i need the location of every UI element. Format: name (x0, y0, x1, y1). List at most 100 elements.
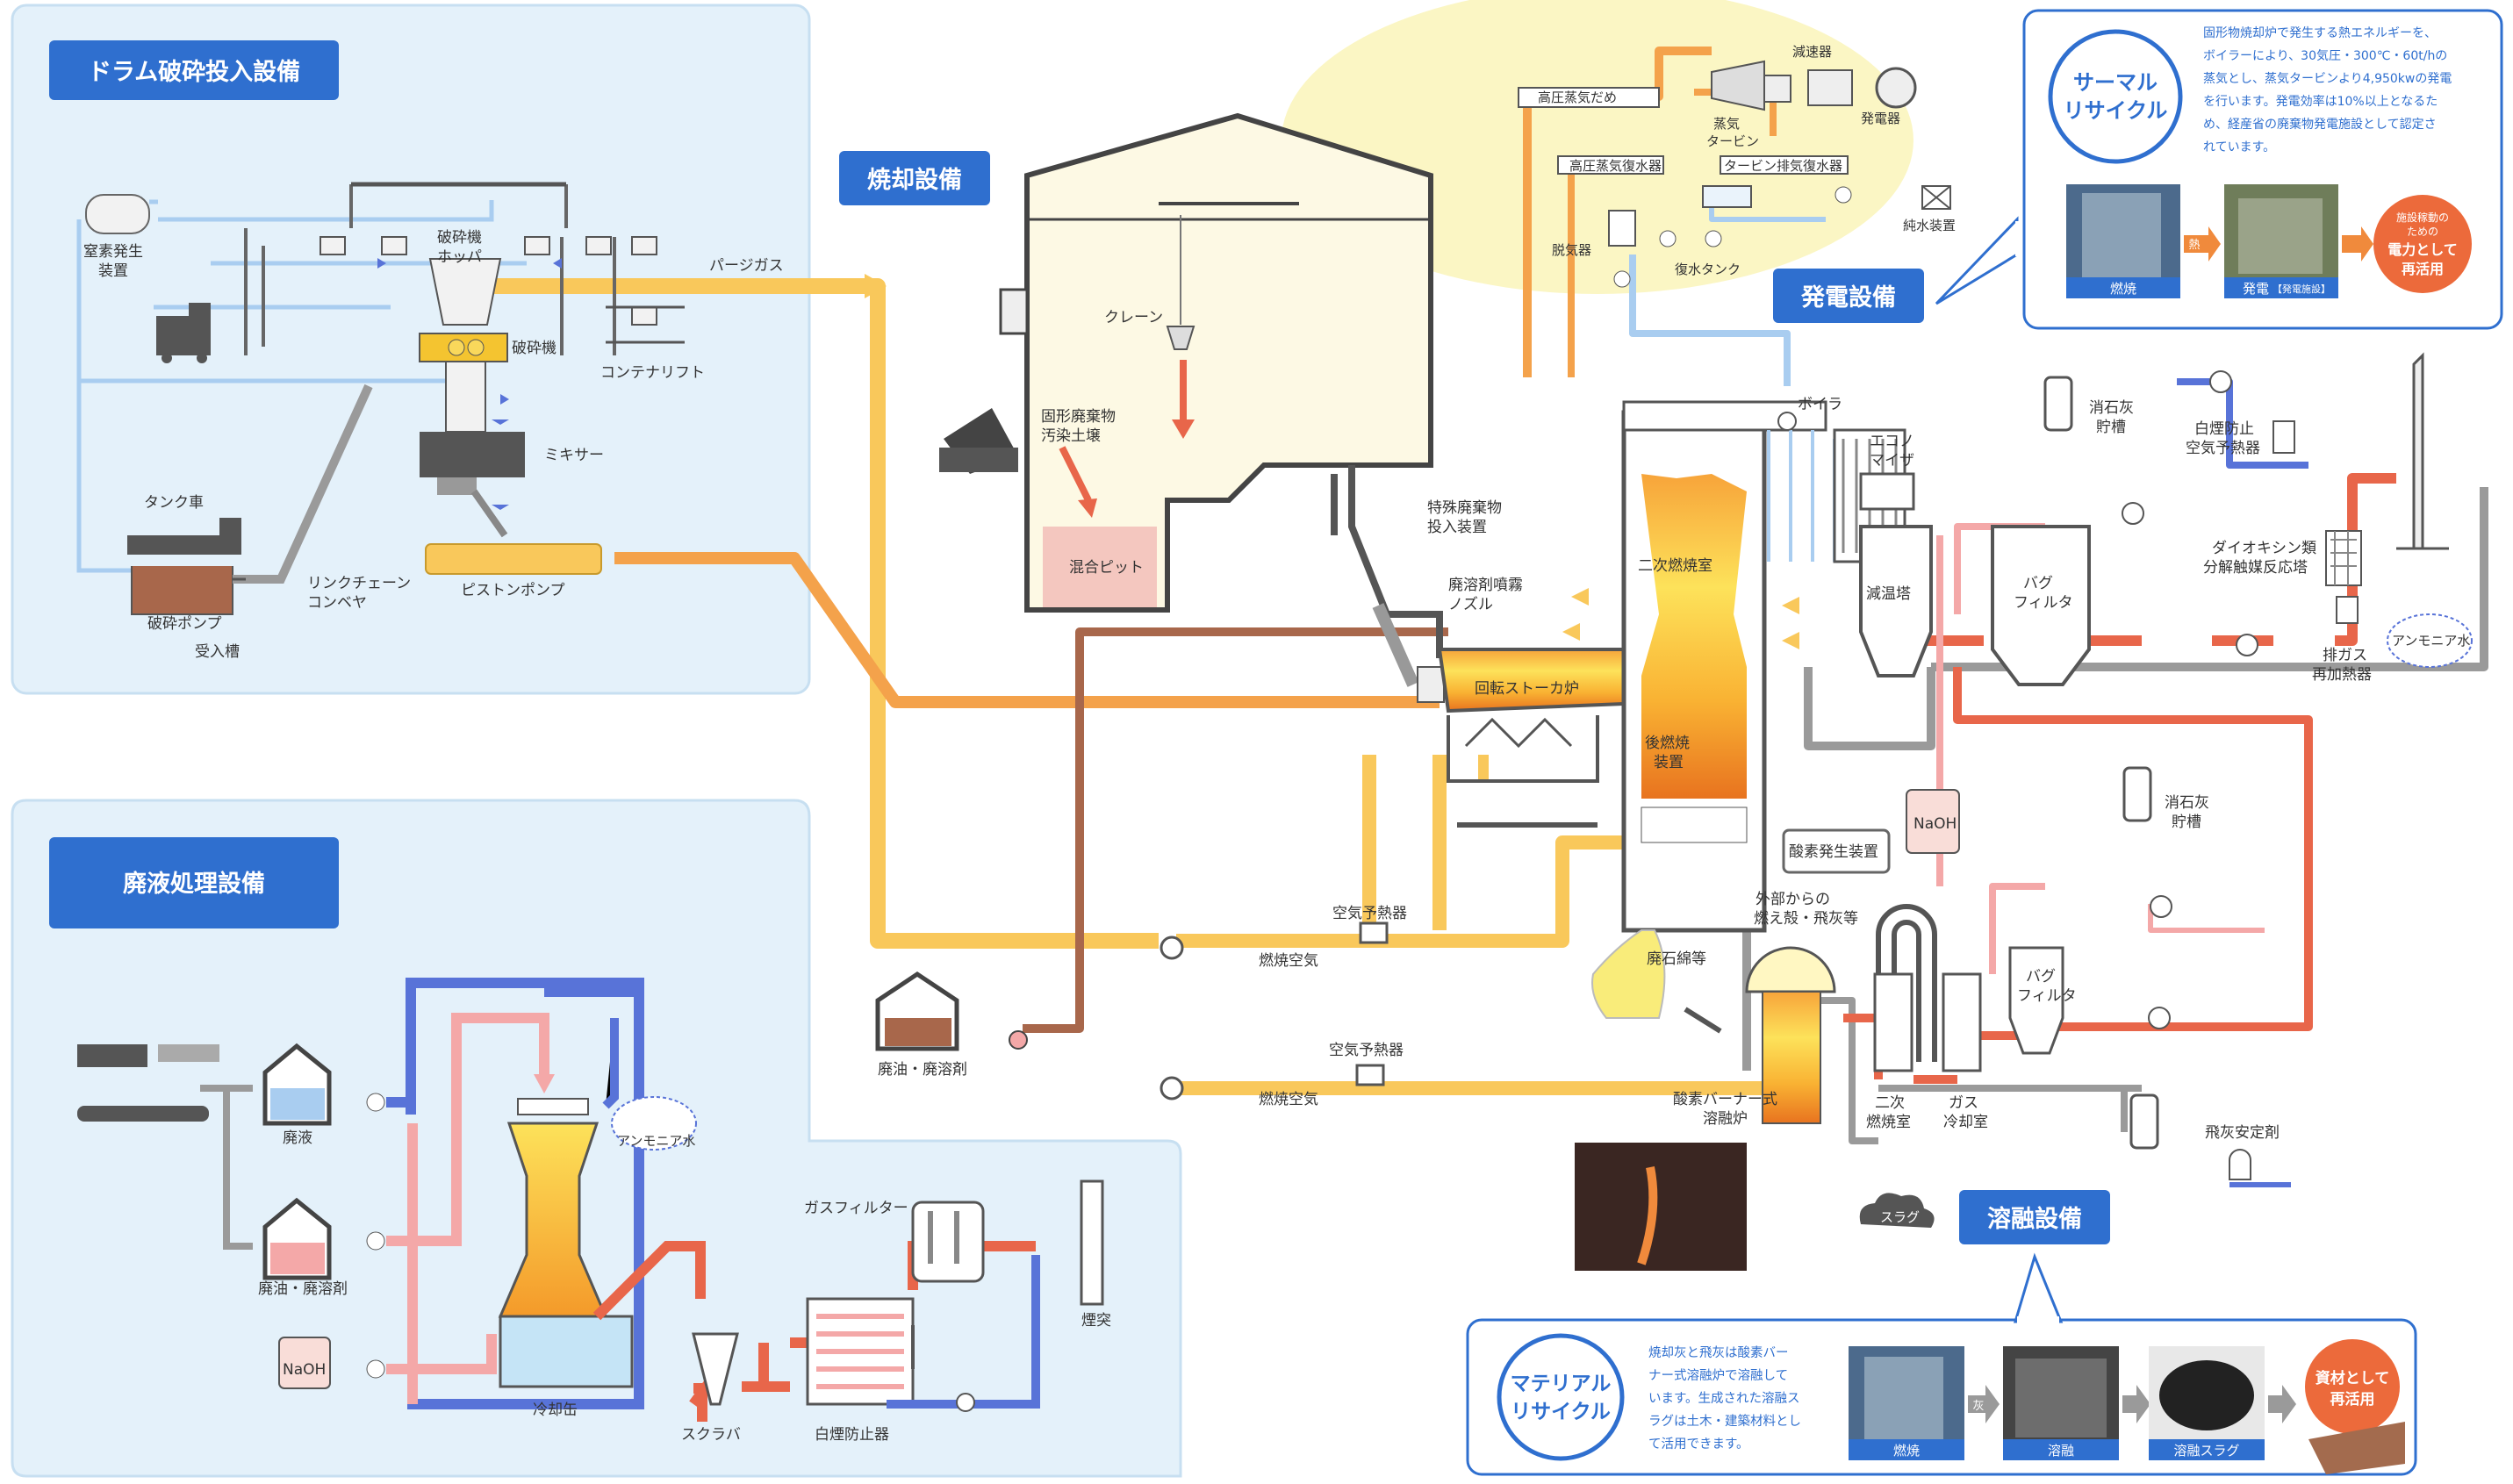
label-external-ash-2: 燃え殻・飛灰等 (1754, 910, 1858, 928)
label-naoh-liquid: NaOH (283, 1361, 326, 1379)
thermal-desc-1: 固形物焼却炉で発生する熱エネルギーを、 (2203, 26, 2437, 40)
title-power: 発電設備 (1800, 283, 1896, 312)
label-nitrogen-2: 装置 (98, 262, 128, 280)
waste-oil-house (875, 971, 1028, 1051)
title-drum: ドラム破砕投入設備 (88, 58, 300, 86)
material-desc-4: ラグは土木・建築材料とし (1648, 1413, 1801, 1429)
thermal-arrow: 熱 (2188, 239, 2200, 252)
power-plant: 高圧蒸気だめ 減速器 蒸気 タービン 発電器 高圧蒸気復水器 タービン排気復水器… (1518, 44, 1956, 288)
label-hp-condenser: 高圧蒸気復水器 (1569, 158, 1662, 174)
label-hopper-2: ホッパ (437, 248, 482, 266)
thermal-desc-6: れています。 (2203, 140, 2275, 154)
label-gas-cooler-2: 冷却室 (1943, 1114, 1988, 1131)
label-waste-liquid: 廃液 (283, 1129, 312, 1147)
label-special-waste-1: 特殊廃棄物 (1427, 499, 1502, 517)
label-waste-oil: 廃油・廃溶剤 (878, 1061, 967, 1079)
liquid-equipment: アンモニア水 (77, 978, 1104, 1422)
title-melt: 溶融設備 (1987, 1205, 2082, 1233)
material-arrow: 灰 (1972, 1400, 1984, 1413)
title-melt-box: 溶融設備 (1959, 1190, 2110, 1244)
thermal-result-4: 再活用 (2402, 261, 2444, 277)
fans (1160, 921, 1389, 1100)
material-photo1: 燃焼 (1893, 1443, 1920, 1459)
material-desc-5: て活用できます。 (1648, 1437, 1749, 1452)
label-ammonia: アンモニア水 (617, 1133, 695, 1149)
title-liquid-box: 廃液処理設備 (49, 837, 339, 928)
label-economizer-2: マイザ (1870, 452, 1914, 470)
drum-equipment (76, 182, 685, 615)
melting: 廃石綿等 酸素バーナー式 溶融炉 二次 燃焼室 ガス 冷却室 スラグ (1575, 904, 1988, 1271)
label-mixing-pit: 混合ピット (1069, 559, 1144, 577)
thermal-photo2-tag: 【発電施設】 (2272, 283, 2330, 295)
label-slaked-lime-2b: 貯槽 (2172, 814, 2201, 831)
label-pure-water: 純水装置 (1903, 218, 1956, 233)
boiler: ボイラ エコノ マイザ (1622, 396, 1914, 563)
label-exhaust-reheater-2: 再加熱器 (2312, 666, 2372, 684)
label-rotary-kiln: 回転ストーカ炉 (1475, 680, 1579, 698)
label-secondary-room-2: 燃焼室 (1866, 1114, 1911, 1131)
label-oxygen-gen: 酸素発生装置 (1789, 843, 1878, 861)
label-deaerator: 脱気器 (1552, 242, 1591, 258)
label-bag-filter-1b: フィルタ (2014, 594, 2073, 612)
label-turbine-condenser: タービン排気復水器 (1724, 158, 1842, 174)
label-secondary-chamber: 二次燃焼室 (1638, 557, 1712, 575)
label-plume-prevent-1: 白煙防止 (2194, 420, 2254, 438)
label-slaked-lime-1a: 消石灰 (2089, 399, 2134, 417)
title-drum-box: ドラム破砕投入設備 (49, 40, 339, 100)
gas-treatment: 減温塔 消石灰 貯槽 白煙防止 空気予熱器 バグ フィルタ ダイオキシン類 分解… (1754, 352, 2473, 1180)
drum-labels: 窒素発生 装置 破砕機 ホッパ 破砕機 コンテナリフト タンク車 ミキサー 破砕… (83, 229, 784, 661)
label-oxy-burner-1: 酸素バーナー式 (1673, 1091, 1777, 1108)
label-nozzle-2: ノズル (1448, 596, 1493, 613)
title-power-box: 発電設備 (1773, 269, 1924, 323)
label-external-ash-1: 外部からの (1756, 891, 1830, 908)
label-naoh-1: NaOH (1913, 815, 1957, 833)
material-photo3: 溶融スラグ (2173, 1443, 2239, 1459)
label-scrubber: スクラバ (681, 1426, 741, 1444)
label-crusher: 破砕機 (512, 340, 556, 357)
label-tank-truck: タンク車 (144, 494, 204, 512)
label-solid-waste-1: 固形廃棄物 (1041, 408, 1116, 426)
label-secondary-room-1: 二次 (1875, 1094, 1905, 1112)
label-solid-waste-2: 汚染土壌 (1041, 427, 1101, 445)
label-gas-filter: ガスフィルター (804, 1200, 908, 1217)
label-combustion-air-1: 燃焼空気 (1259, 952, 1318, 970)
label-exhaust-reheater-1: 排ガス (2323, 647, 2367, 664)
thermal-title-2: リサイクル (2064, 98, 2168, 123)
title-incinerate-box: 焼却設備 (839, 151, 990, 205)
label-hp-header: 高圧蒸気だめ (1538, 90, 1617, 105)
thermal-callout: サーマル リサイクル 固形物焼却炉で発生する熱エネルギーを、 ボイラーにより、3… (1935, 9, 2503, 330)
label-nitrogen-1: 窒素発生 (83, 243, 143, 261)
thermal-desc-5: め、経産省の廃棄物発電施設として認定さ (2203, 117, 2437, 132)
label-bag-filter-1a: バグ (2023, 575, 2053, 592)
label-plume-prevent-2: 空気予熱器 (2186, 440, 2260, 457)
label-hopper-1: 破砕機 (437, 229, 482, 247)
thermal-photo2: 発電 (2243, 281, 2269, 297)
material-title-1: マテリアル (1511, 1373, 1612, 1395)
label-cooling-can: 冷却缶 (533, 1402, 578, 1419)
material-result-2: 再活用 (2330, 1390, 2375, 1409)
kiln: 回転ストーカ炉 (1437, 648, 1670, 828)
label-air-preheater-2: 空気予熱器 (1329, 1042, 1404, 1059)
thermal-result-2: ための (2407, 226, 2438, 238)
label-post-combustion-2: 装置 (1654, 754, 1684, 771)
label-special-waste-2: 投入装置 (1427, 519, 1487, 536)
label-fly-ash-stabilizer: 飛灰安定剤 (2205, 1124, 2280, 1142)
material-title-2: リサイクル (1511, 1401, 1611, 1423)
label-dioxin-2: 分解触媒反応塔 (2203, 559, 2308, 577)
label-container-lift: コンテナリフト (600, 364, 705, 382)
panel-drum (11, 4, 811, 695)
label-steam-turbine-1: 蒸気 (1713, 116, 1740, 132)
label-boiler: ボイラ (1798, 396, 1842, 413)
label-combustion-air-2: 燃焼空気 (1259, 1091, 1318, 1108)
label-post-combustion-1: 後燃焼 (1645, 735, 1690, 752)
label-ammonia-1: アンモニア水 (2392, 633, 2470, 649)
thermal-photo1: 燃焼 (2110, 281, 2136, 297)
material-callout: マテリアル リサイクル 焼却灰と飛灰は酸素バー ナー式溶融炉で溶融して います。… (1466, 1252, 2417, 1476)
label-dioxin-1: ダイオキシン類 (2212, 540, 2316, 557)
label-receiving-tank: 受入槽 (195, 643, 240, 661)
thermal-desc: 固形物焼却炉で発生する熱エネルギーを、 ボイラーにより、30気圧・300℃・60… (2203, 26, 2452, 154)
label-purge-gas: パージガス (709, 257, 784, 275)
label-mixer: ミキサー (544, 447, 604, 464)
label-slaked-lime-2a: 消石灰 (2165, 794, 2209, 812)
